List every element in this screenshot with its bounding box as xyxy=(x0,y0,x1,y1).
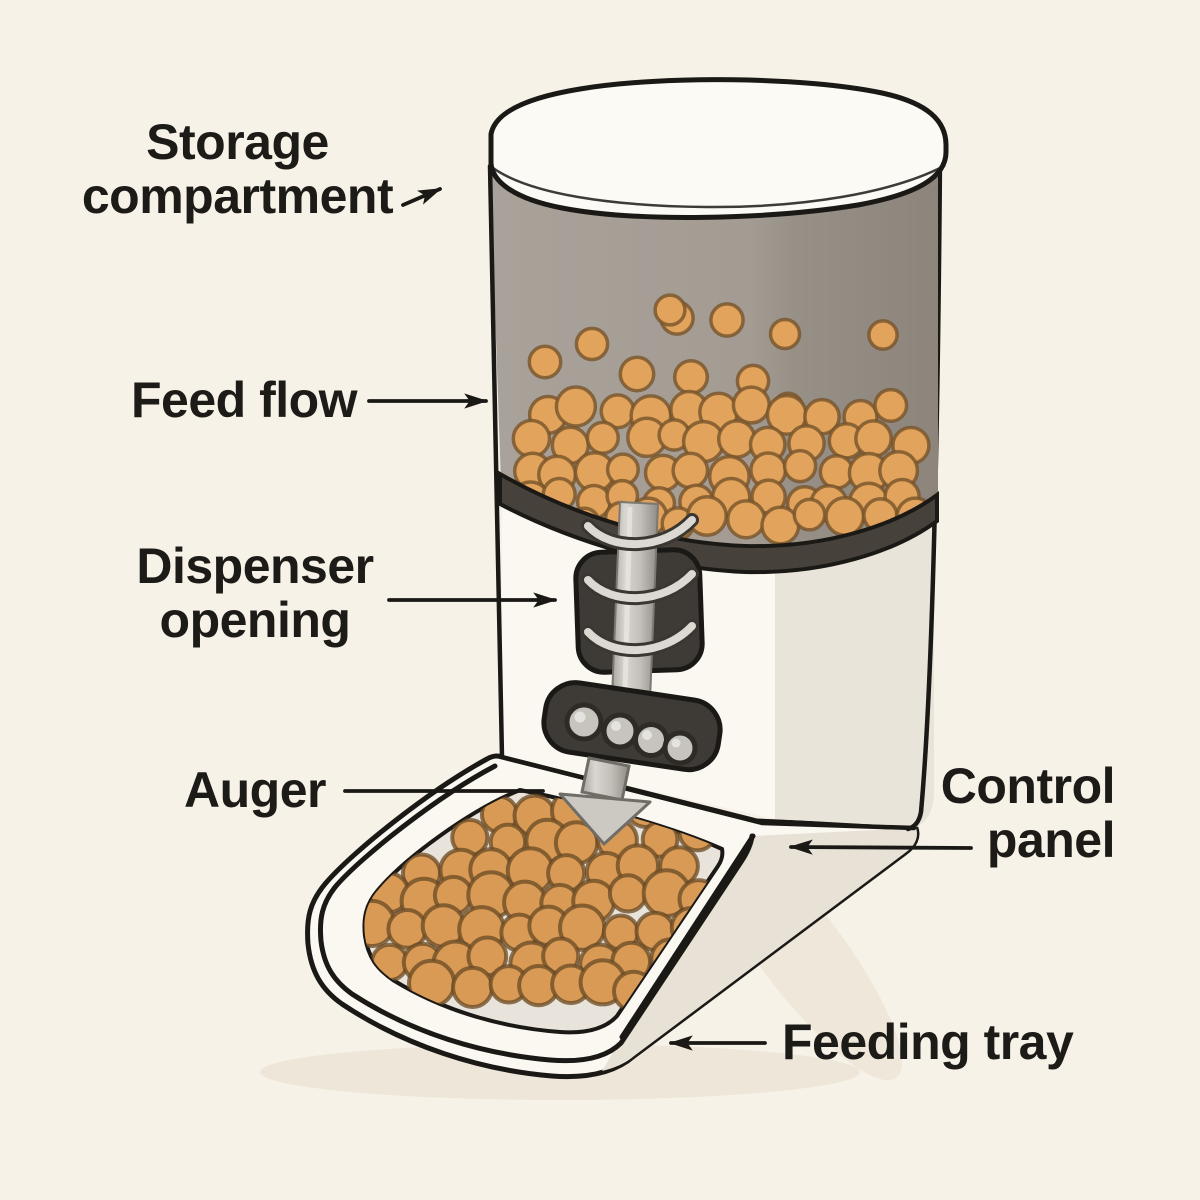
kibble-pellet xyxy=(709,302,745,338)
kibble-pellet xyxy=(618,355,656,393)
lid-lip-line xyxy=(491,164,946,209)
body-left-edge xyxy=(487,163,505,760)
feeder-lid xyxy=(488,77,949,220)
control-panel-arrow xyxy=(788,839,973,855)
storage-compartment-arrow xyxy=(401,187,443,207)
kibble-pellet xyxy=(782,448,818,484)
control-panel-bar xyxy=(541,680,723,773)
body-right-edge xyxy=(905,155,943,832)
kibble-pellet xyxy=(451,965,495,1010)
label-dispenser-opening: Dispenser opening xyxy=(136,538,374,648)
kibble-pellet xyxy=(792,497,827,532)
kibble-pellet xyxy=(527,344,563,380)
dispense-chute xyxy=(558,756,652,846)
kibble-pellet xyxy=(867,319,899,351)
label-storage-compartment: Storage compartment xyxy=(81,114,394,224)
label-auger: Auger xyxy=(184,762,326,818)
body-side-panel xyxy=(775,516,934,827)
kibble-pellet xyxy=(607,873,649,914)
base-side-face xyxy=(602,828,917,1071)
kibble-pellet xyxy=(824,496,866,537)
label-control-panel: Control panel xyxy=(940,758,1116,868)
kibble-pellet xyxy=(554,385,598,428)
kibble-pellet xyxy=(725,499,767,540)
kibble-pellet xyxy=(873,387,909,423)
feeding-tray-rim xyxy=(317,763,755,1064)
kibble-pellet xyxy=(672,358,710,396)
kibble-pellet xyxy=(731,385,771,425)
tray-right-edge xyxy=(619,833,756,1040)
control-panel-buttons xyxy=(564,702,698,766)
kibble-pellet xyxy=(511,418,552,459)
kibble-pellet xyxy=(768,317,802,351)
kibble-pellet xyxy=(854,419,893,459)
kibble-pellet xyxy=(653,293,687,327)
kibble-pellet xyxy=(671,451,710,490)
kibble-pellet xyxy=(574,326,610,362)
kibble-pellet xyxy=(585,420,620,455)
label-feeding-tray: Feeding tray xyxy=(782,1014,1074,1070)
auger-spiral xyxy=(581,513,699,657)
kibble-pellet xyxy=(716,419,757,459)
label-feed-flow: Feed flow xyxy=(131,372,358,428)
